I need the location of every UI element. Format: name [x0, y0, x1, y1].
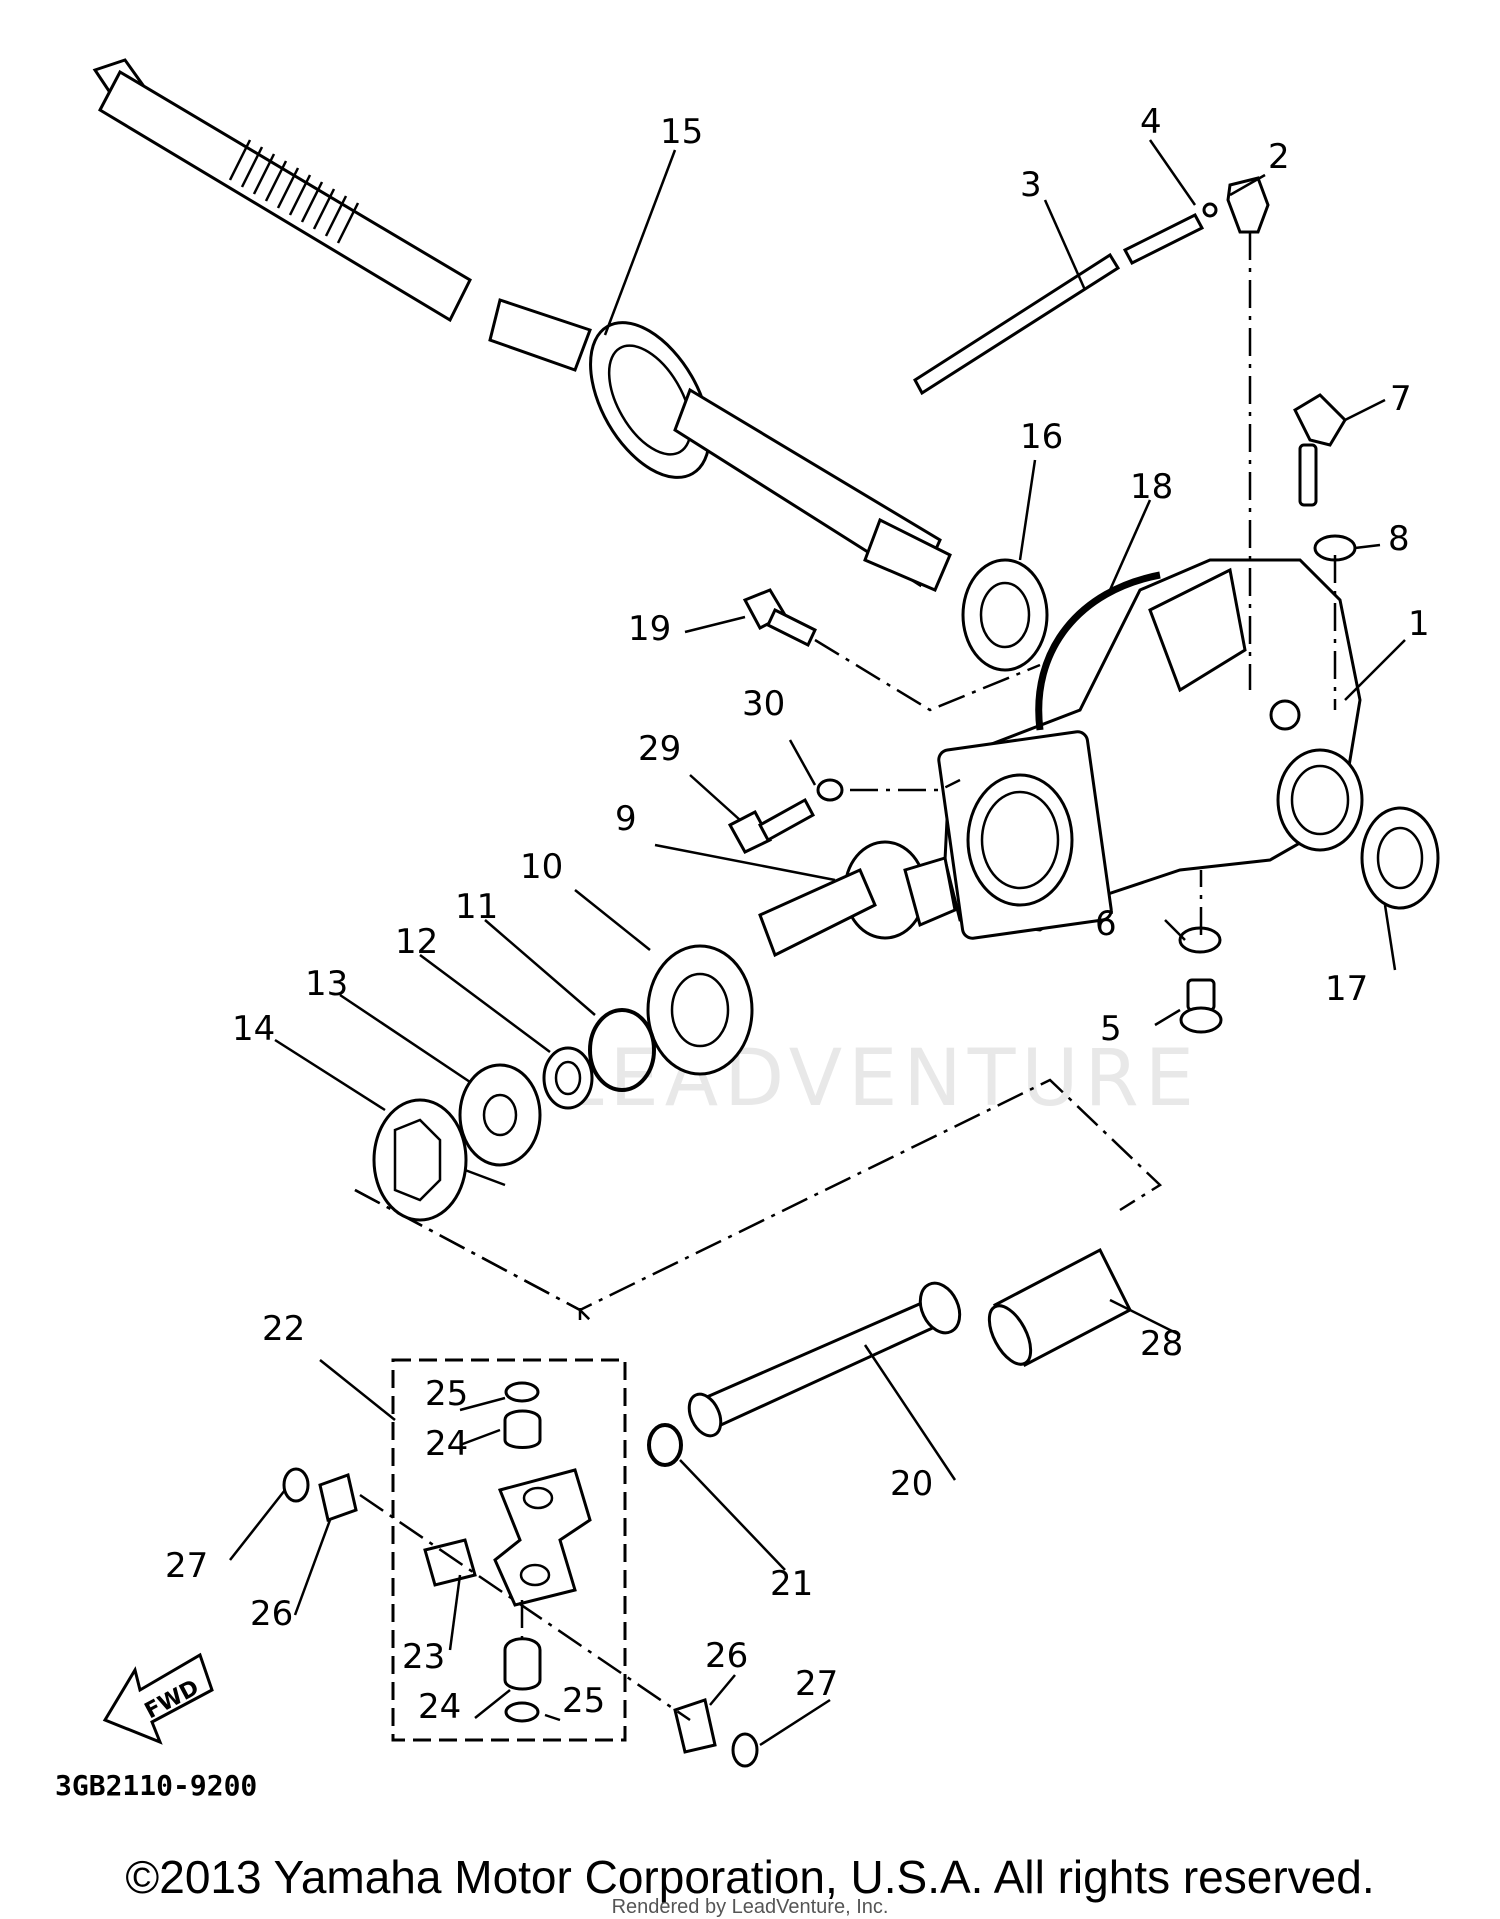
- callout-14: 14: [232, 1009, 275, 1049]
- ring-nut-part: [372, 1098, 468, 1222]
- circlip-21-part: [647, 1423, 683, 1467]
- callout-24-bottom: 24: [418, 1687, 461, 1727]
- callout-8: 8: [1388, 519, 1410, 559]
- bearing-10-part: [646, 944, 754, 1076]
- callout-20: 20: [890, 1464, 933, 1504]
- callout-11: 11: [455, 887, 498, 927]
- callout-29: 29: [638, 729, 681, 769]
- callout-21: 21: [770, 1564, 813, 1604]
- rear-shaft-part: [92, 58, 952, 592]
- leader-lines: [229, 139, 1406, 1747]
- rendered-by-credit: Rendered by LeadVenture, Inc.: [611, 1896, 889, 1918]
- callout-13: 13: [305, 964, 348, 1004]
- universal-joint-group-box: [391, 1358, 627, 1742]
- oil-seal-12-part: [542, 1046, 594, 1110]
- callout-9: 9: [615, 799, 637, 839]
- callout-labels: 15 4 2 3 7 16 18 8 19 1 30 29 9 10 11 12…: [165, 102, 1430, 1727]
- o-ring-18-part: [1035, 571, 1161, 731]
- breather-hose-part: [913, 176, 1270, 396]
- callout-1: 1: [1408, 604, 1430, 644]
- cap-27-right-part: [731, 1732, 759, 1768]
- bearing-13-part: [458, 1063, 542, 1167]
- oil-seal-17-part: [1360, 806, 1440, 910]
- callout-4: 4: [1140, 102, 1162, 142]
- callout-27-left: 27: [165, 1546, 208, 1586]
- callout-30: 30: [742, 684, 785, 724]
- callout-16: 16: [1020, 417, 1063, 457]
- filler-cap-part: [1293, 393, 1357, 562]
- callout-24-top: 24: [425, 1424, 468, 1464]
- callout-15: 15: [660, 112, 703, 152]
- callout-22: 22: [262, 1309, 305, 1349]
- bolt-19-part: [742, 588, 817, 648]
- callout-26-left: 26: [250, 1594, 293, 1634]
- callout-3: 3: [1020, 165, 1042, 205]
- callout-25-bottom: 25: [562, 1681, 605, 1721]
- coupling-part: [987, 1247, 1132, 1368]
- oil-seal-16-part: [961, 558, 1049, 672]
- callout-19: 19: [628, 609, 671, 649]
- callout-7: 7: [1390, 379, 1412, 419]
- copyright-notice: ©2013 Yamaha Motor Corporation, U.S.A. A…: [125, 1851, 1375, 1903]
- bolt-29-part: [727, 778, 844, 854]
- drain-bolt-part: [1178, 926, 1223, 1034]
- callout-6: 6: [1095, 904, 1117, 944]
- callout-28: 28: [1140, 1324, 1183, 1364]
- callout-25-top: 25: [425, 1374, 468, 1414]
- universal-joint-part: [423, 1381, 592, 1723]
- callout-10: 10: [520, 847, 563, 887]
- callout-27-right: 27: [795, 1664, 838, 1704]
- drive-shaft-part: [687, 1281, 962, 1438]
- callout-5: 5: [1100, 1009, 1122, 1049]
- pinion-gear-part: [758, 840, 957, 958]
- callout-2: 2: [1268, 137, 1290, 177]
- drawing-code: 3GB2110-9200: [55, 1769, 257, 1802]
- callout-12: 12: [395, 922, 438, 962]
- callout-23: 23: [402, 1637, 445, 1677]
- gear-case-housing-part: [937, 558, 1364, 940]
- bearing-26-left-part: [318, 1473, 358, 1522]
- callout-17: 17: [1325, 969, 1368, 1009]
- cap-27-left-part: [282, 1467, 310, 1503]
- callout-18: 18: [1130, 467, 1173, 507]
- bearing-26-right-part: [673, 1698, 717, 1754]
- o-ring-11-part: [588, 1008, 656, 1092]
- callout-26-right: 26: [705, 1636, 748, 1676]
- fwd-arrow-icon: FWD: [102, 1652, 214, 1745]
